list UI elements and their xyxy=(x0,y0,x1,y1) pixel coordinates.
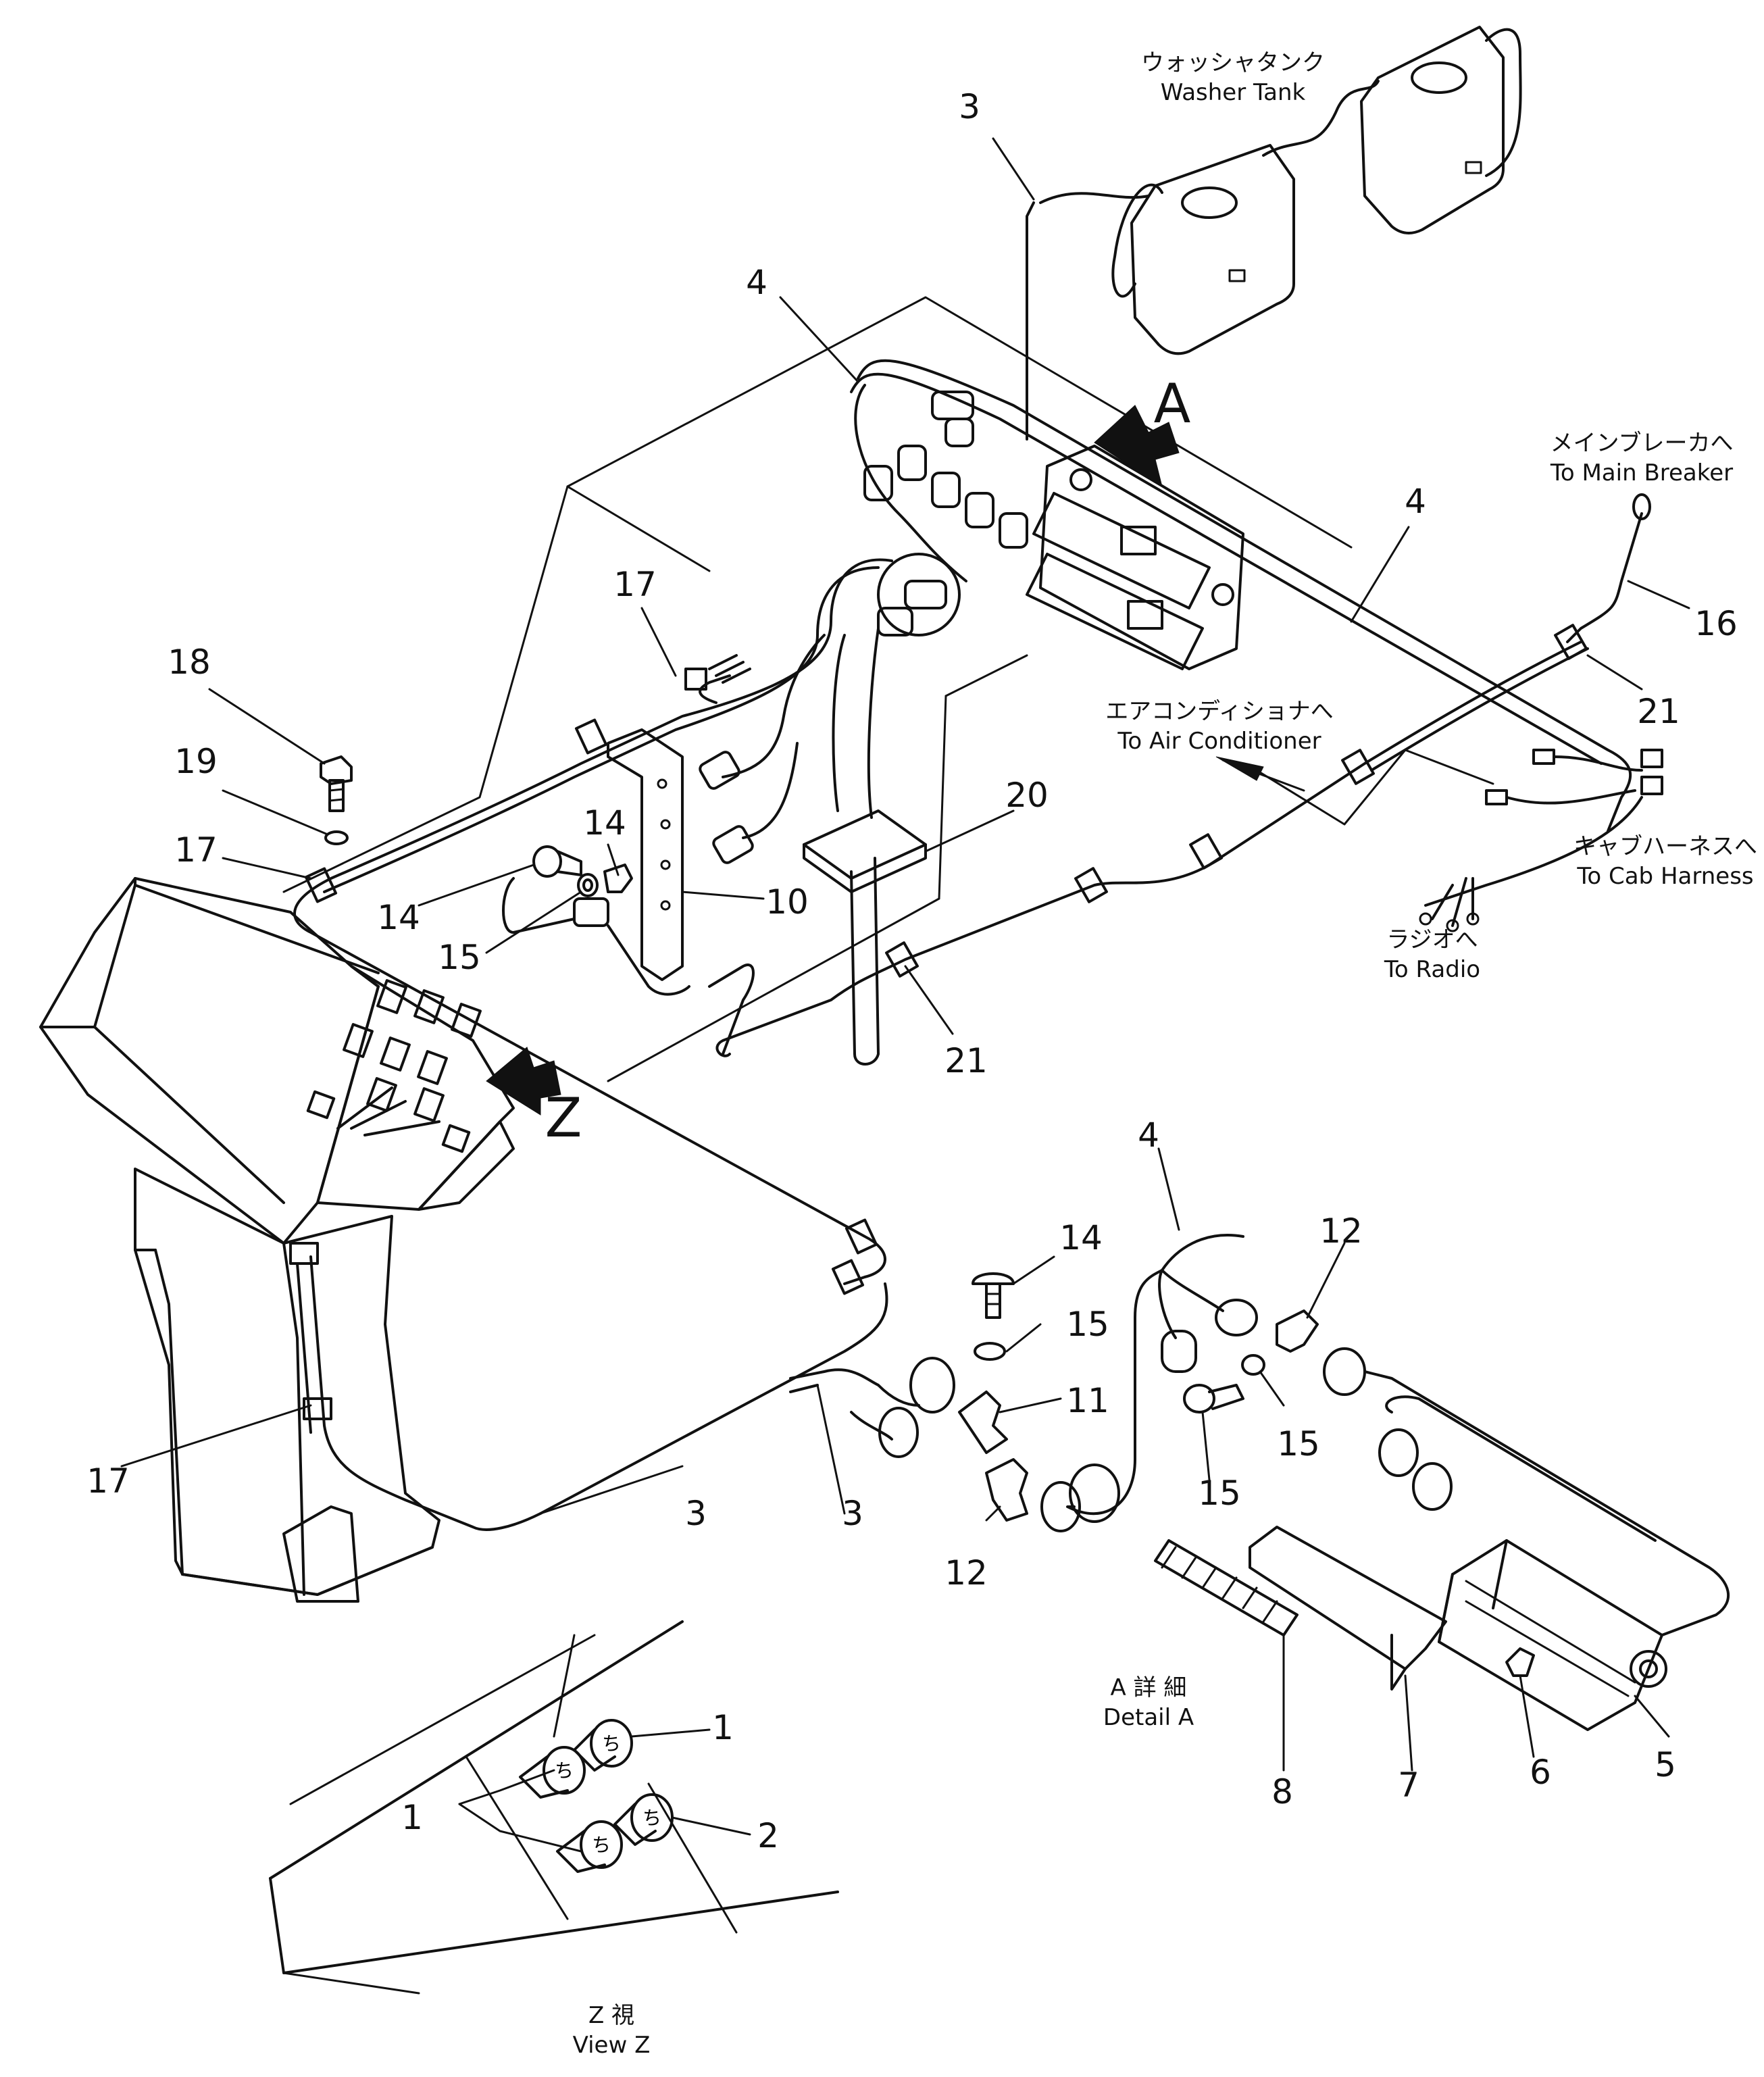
detail-a-ja: A 詳 細 xyxy=(1110,1674,1187,1701)
main-breaker-en: To Main Breaker xyxy=(1550,459,1734,486)
air-conditioner-caption: エアコンディショナへ To Air Conditioner xyxy=(1105,697,1334,756)
radio-caption: ラジオへ To Radio xyxy=(1384,925,1480,984)
harness-connectors xyxy=(863,391,1028,636)
arrow-z-icon xyxy=(486,1047,561,1116)
switch-panel xyxy=(1026,445,1244,670)
callout-4: 4 xyxy=(1138,1116,1159,1155)
arrow-a-icon xyxy=(1094,405,1180,488)
cab-harness-caption: キャブハーネスへ To Cab Harness xyxy=(1573,832,1757,891)
callout-3: 3 xyxy=(685,1494,707,1533)
callout-14: 14 xyxy=(377,898,420,937)
leader-lines xyxy=(120,137,1690,1853)
wire-air-conditioner xyxy=(715,641,1582,1057)
washer-tank-caption: ウォッシャタンク Washer Tank xyxy=(1141,48,1325,107)
callout-13: 14 xyxy=(583,803,626,843)
callout-14: 14 xyxy=(1059,1218,1103,1257)
main-breaker-caption: メインブレーカへ To Main Breaker xyxy=(1551,428,1734,488)
knob-1b: ち xyxy=(519,1746,586,1799)
callout-4: 4 xyxy=(1405,482,1426,521)
callout-2: 2 xyxy=(757,1816,779,1855)
detail-a-caption: A 詳 細 Detail A xyxy=(1103,1673,1194,1732)
detail-a xyxy=(789,1234,1730,1731)
air-conditioner-ja: エアコンディショナへ xyxy=(1105,697,1334,725)
callout-7: 7 xyxy=(1398,1766,1419,1805)
bracket-10 xyxy=(502,634,826,1055)
callout-12: 12 xyxy=(1319,1211,1363,1251)
view-z-letter: Z xyxy=(545,1086,582,1149)
callout-15: 15 xyxy=(438,938,481,977)
air-conditioner-en: To Air Conditioner xyxy=(1117,728,1321,755)
clamp-plate-20 xyxy=(803,627,927,1066)
callout-18: 18 xyxy=(168,643,211,682)
cab-harness-ja: キャブハーネスへ xyxy=(1573,832,1757,860)
washer-tank-ja: ウォッシャタンク xyxy=(1141,49,1325,76)
callout-1: 1 xyxy=(401,1798,423,1837)
svg-text:ち: ち xyxy=(602,1732,621,1755)
control-console xyxy=(39,877,888,1603)
view-z-ja: Z 視 xyxy=(588,2001,635,2029)
callout-20: 20 xyxy=(1005,776,1049,815)
knob-1: ち xyxy=(573,1719,633,1772)
washer-tank xyxy=(1111,26,1522,355)
callout-19: 19 xyxy=(174,742,218,781)
callout-9: 3 xyxy=(959,87,980,126)
callout-16: 16 xyxy=(1694,604,1738,643)
callout-15: 15 xyxy=(1277,1424,1320,1463)
wire-harness-4 xyxy=(293,359,1632,1295)
washer-19 xyxy=(324,830,349,845)
wire-9 xyxy=(1026,201,1035,441)
callout-6: 6 xyxy=(1530,1753,1551,1792)
callout-15: 15 xyxy=(1066,1305,1109,1344)
view-z-caption: Z 視 View Z xyxy=(573,2001,651,2060)
washer-tank-en: Washer Tank xyxy=(1160,79,1306,106)
radio-ja: ラジオへ xyxy=(1386,926,1478,953)
callout-1: 1 xyxy=(712,1708,734,1747)
view-z-en: View Z xyxy=(572,2032,651,2059)
callout-4: 4 xyxy=(746,263,767,302)
svg-text:ち: ち xyxy=(642,1807,661,1829)
svg-text:ち: ち xyxy=(592,1834,611,1856)
cab-floor-outline xyxy=(282,296,1353,1082)
callout-5: 5 xyxy=(1655,1745,1676,1784)
callout-21: 21 xyxy=(944,1041,988,1080)
wire-16 xyxy=(1566,512,1643,643)
radio-en: To Radio xyxy=(1384,956,1481,983)
callout-3: 3 xyxy=(842,1494,863,1533)
knob-2: ち xyxy=(613,1793,674,1846)
callout-8: 8 xyxy=(1271,1772,1293,1811)
callout-21: 21 xyxy=(1637,692,1680,731)
knob-1c: ち xyxy=(556,1820,623,1873)
detail-a-en: Detail A xyxy=(1103,1704,1194,1731)
callout-14: 15 xyxy=(1198,1474,1241,1513)
callout-10: 10 xyxy=(765,882,809,922)
callout-11: 11 xyxy=(1066,1381,1109,1420)
cab-harness-en: To Cab Harness xyxy=(1577,863,1754,890)
callout-17: 17 xyxy=(86,1461,130,1501)
callout-17: 17 xyxy=(174,830,218,870)
view-z: ち ち ち ち xyxy=(269,1620,839,1995)
main-breaker-ja: メインブレーカへ xyxy=(1550,429,1734,457)
callout-17: 17 xyxy=(613,565,657,604)
view-a-letter: A xyxy=(1153,372,1191,435)
callout-12: 12 xyxy=(944,1553,988,1593)
bolt-18 xyxy=(320,755,353,812)
svg-text:ち: ち xyxy=(555,1759,574,1782)
fasteners-left xyxy=(532,845,633,897)
